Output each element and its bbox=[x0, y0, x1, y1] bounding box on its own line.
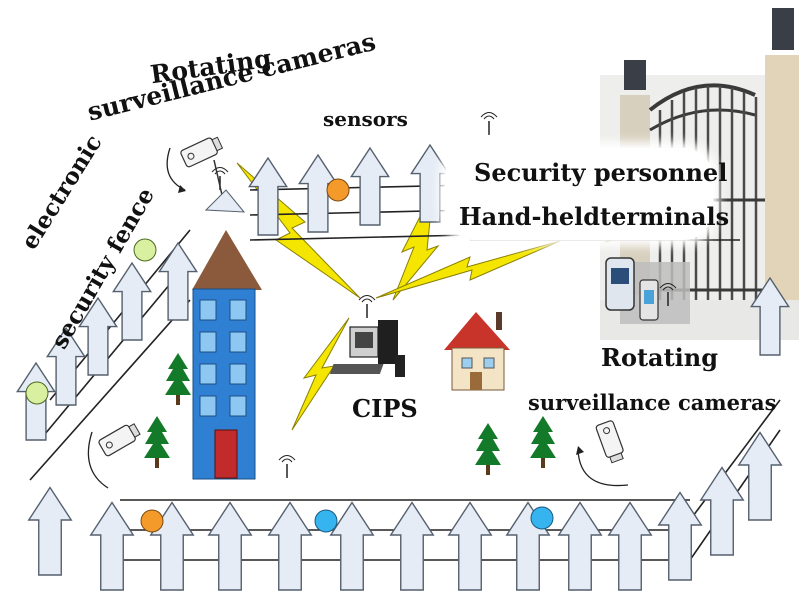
fence-post-arrow bbox=[78, 296, 118, 376]
building-icon bbox=[192, 230, 262, 480]
computer-icon bbox=[329, 294, 405, 377]
label-handheld-terminals: Hand-heldterminals bbox=[459, 202, 730, 231]
fence-post-arrow bbox=[410, 143, 450, 223]
fence-post-arrow bbox=[158, 241, 198, 321]
fence-post-arrow bbox=[557, 501, 603, 591]
house-icon bbox=[444, 312, 510, 391]
fence-post-arrow bbox=[298, 153, 338, 233]
fence-post-arrow bbox=[657, 491, 703, 581]
label-sensors: sensors bbox=[323, 107, 408, 131]
fence-post-arrow bbox=[248, 156, 288, 236]
fence-wire bbox=[39, 259, 191, 441]
label-rotating-cameras-right-line1: Rotating bbox=[601, 343, 719, 372]
fence-post-arrow bbox=[89, 501, 135, 591]
label-cips: CIPS bbox=[352, 394, 418, 423]
fence-wire bbox=[29, 299, 191, 481]
sensor-icon bbox=[25, 178, 554, 533]
gate-icon bbox=[600, 8, 799, 340]
fence-post-arrow bbox=[207, 501, 253, 591]
fence-post-arrow bbox=[27, 486, 73, 576]
fence-post-arrow bbox=[750, 276, 790, 356]
fence-post-arrow bbox=[267, 501, 313, 591]
fence-post-arrow bbox=[112, 261, 152, 341]
fence-post-arrow bbox=[350, 146, 390, 226]
fence-post-arrow bbox=[46, 326, 86, 406]
fence-post-arrow bbox=[447, 501, 493, 591]
handheld-terminal-icon bbox=[605, 257, 690, 324]
fence-wire bbox=[249, 234, 471, 241]
label-security-personnel: Security personnel bbox=[474, 158, 728, 187]
label-rotating-cameras-right-line2: surveillance cameras bbox=[528, 390, 777, 415]
fence-post-arrow bbox=[699, 466, 745, 556]
fence-post-arrow bbox=[329, 501, 375, 591]
electronic-security-fence bbox=[16, 143, 790, 591]
surveillance-camera-icon bbox=[87, 133, 629, 489]
fence-post-arrow bbox=[389, 501, 435, 591]
fence-post-arrow bbox=[737, 431, 783, 521]
fence-post-arrow bbox=[607, 501, 653, 591]
speech-bubble-background bbox=[445, 148, 713, 240]
